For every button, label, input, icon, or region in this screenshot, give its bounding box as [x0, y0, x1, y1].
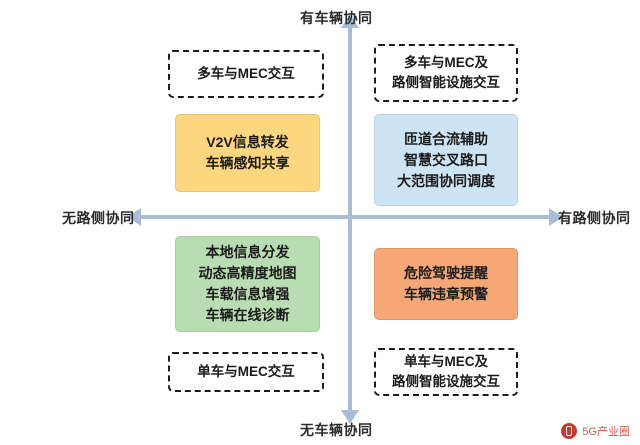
arrow-up-icon — [341, 14, 359, 28]
watermark-logo-icon — [561, 423, 578, 439]
quadrant-line: 本地信息分发 — [205, 244, 290, 260]
axis-label-top: 有车辆协同 — [300, 10, 373, 26]
quadrant-box-top-left: V2V信息转发 车辆感知共享 — [175, 114, 320, 192]
caption-box-bottom-left: 单车与MEC交互 — [168, 352, 324, 392]
quadrant-line: 动态高精度地图 — [198, 265, 297, 281]
quadrant-box-top-right: 匝道合流辅助 智慧交叉路口 大范围协同调度 — [374, 114, 518, 206]
caption-box-top-right: 多车与MEC及 路侧智能设施交互 — [374, 44, 518, 102]
quadrant-box-bottom-left: 本地信息分发 动态高精度地图 车载信息增强 车辆在线诊断 — [175, 236, 320, 332]
quadrant-line: 匝道合流辅助 — [404, 130, 488, 147]
quadrant-line: 大范围协同调度 — [397, 172, 495, 189]
quadrant-line: 危险驾驶提醒 — [404, 265, 488, 281]
horizontal-axis-line — [140, 215, 552, 219]
axis-label-right: 有路侧协同 — [558, 210, 631, 226]
quadrant-line: 车辆违章预警 — [404, 286, 488, 302]
quadrant-box-bottom-right: 危险驾驶提醒 车辆违章预警 — [374, 248, 518, 320]
axis-label-left: 无路侧协同 — [62, 210, 135, 226]
axis-label-bottom: 无车辆协同 — [300, 422, 373, 438]
caption-line: 单车与MEC及 — [404, 354, 488, 370]
caption-box-top-left: 多车与MEC交互 — [168, 50, 324, 98]
quadrant-line: 车辆感知共享 — [205, 155, 290, 171]
watermark: 5G产业圈 — [561, 423, 630, 439]
caption-line: 多车与MEC交互 — [197, 66, 295, 82]
watermark-text: 5G产业圈 — [582, 426, 630, 438]
caption-line: 路侧智能设施交互 — [392, 374, 500, 389]
quadrant-line: 车辆在线诊断 — [205, 307, 290, 323]
vertical-axis-line — [348, 26, 352, 412]
caption-line: 多车与MEC及 — [404, 55, 488, 71]
arrow-right-icon — [549, 208, 563, 226]
caption-box-bottom-right: 单车与MEC及 路侧智能设施交互 — [374, 348, 518, 396]
arrow-left-icon — [127, 208, 141, 226]
quadrant-line: 智慧交叉路口 — [404, 151, 488, 168]
caption-line: 路侧智能设施交互 — [392, 75, 500, 90]
arrow-down-icon — [341, 410, 359, 424]
quadrant-line: V2V信息转发 — [206, 134, 289, 150]
caption-line: 单车与MEC交互 — [197, 364, 295, 380]
quadrant-line: 车载信息增强 — [205, 286, 290, 302]
